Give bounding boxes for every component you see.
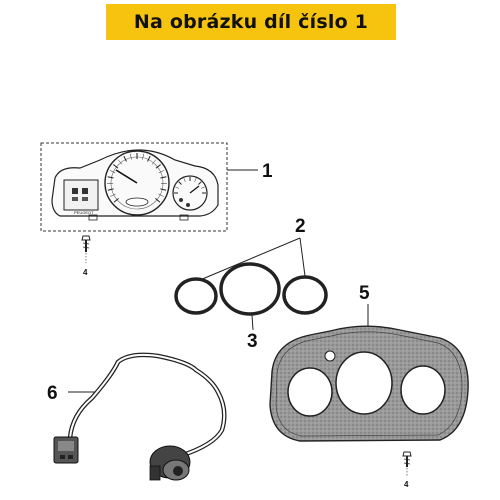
mount-tab-left: [88, 214, 98, 221]
speedometer-needle: [115, 169, 138, 184]
fuel-gauge-ticks: [174, 177, 206, 194]
callout-part-4-top[interactable]: 4: [83, 268, 88, 277]
cable-sensor-head: [149, 445, 191, 481]
fuel-gauge-tick-1: [175, 186, 180, 189]
speedometer-tick-20: [155, 198, 161, 203]
callout-part-3[interactable]: 3: [247, 331, 258, 352]
fuel-gauge-tick-7: [200, 186, 205, 189]
instrument-bezel[interactable]: [269, 325, 469, 442]
speedometer-tick-1: [110, 193, 116, 197]
callout-part-5[interactable]: 5: [359, 283, 370, 304]
speedometer-tick-18: [160, 188, 167, 191]
cable-outline: [67, 352, 227, 459]
leader-line-part3: [251, 314, 254, 331]
gauge-ring-left[interactable]: [174, 277, 218, 315]
header-title: Na obrázku díl číslo 1: [133, 11, 369, 33]
bezel-opening-left: [287, 367, 333, 417]
odometer-window: [125, 197, 149, 207]
speedometer-tick-16: [160, 176, 167, 179]
fuel-gauge-tick-2: [178, 181, 182, 185]
cluster-dashed-frame: [40, 142, 228, 232]
callout-part-2[interactable]: 2: [295, 216, 306, 237]
speedometer-tick-15: [158, 170, 165, 174]
bezel-opening-center: [335, 351, 393, 415]
callout-part-1[interactable]: 1: [262, 161, 273, 182]
gauge-ring-right[interactable]: [282, 275, 328, 315]
bezel-inner-edge: [275, 331, 463, 437]
screw-top[interactable]: [81, 235, 91, 263]
instrument-cluster[interactable]: PEUGEOT: [40, 142, 228, 232]
bezel-opening-right: [400, 365, 446, 415]
fuel-gauge-tick-3: [183, 178, 186, 183]
speedometer-tick-6: [113, 164, 119, 169]
lcd-segment-2: [82, 188, 88, 194]
callout-part-6[interactable]: 6: [47, 383, 58, 404]
speedometer-tick-8: [123, 155, 127, 162]
lcd-segment-3: [72, 197, 78, 201]
speedometer-tick-4: [107, 176, 114, 179]
speedometer-tick-0: [113, 198, 119, 203]
screw-top-head: [81, 235, 91, 241]
speedometer-tick-14: [155, 164, 161, 169]
cable-core: [69, 353, 226, 457]
speedometer-tick-19: [158, 193, 164, 197]
fuel-gauge-tick-5: [194, 178, 197, 183]
leader-line-part2-left: [199, 237, 301, 281]
lcd-segment-1: [72, 188, 78, 194]
warning-lamp-1: [179, 198, 183, 202]
sensor-mount-tab: [149, 465, 161, 481]
speedometer-tick-2: [107, 188, 114, 191]
speedometer-tick-9: [130, 153, 132, 160]
screw-bottom-thread-1: [403, 458, 411, 461]
cable-connector-face: [58, 441, 74, 451]
screw-top-thread-1: [82, 242, 90, 245]
speedometer-cable[interactable]: [53, 352, 227, 481]
ring-center-outer: [219, 262, 281, 316]
mount-tab-right: [179, 214, 189, 221]
header-banner: Na obrázku díl číslo 1: [106, 4, 396, 40]
speedometer-tick-13: [151, 159, 157, 165]
ring-center-highlight: [223, 266, 277, 312]
callout-part-4-bottom[interactable]: 4: [404, 480, 409, 489]
ring-right-outer: [282, 275, 328, 315]
speedometer-ticks: [107, 153, 167, 203]
cable-connector-pin-1: [60, 455, 65, 459]
speedometer-tick-5: [109, 170, 116, 174]
ring-left-outer: [174, 277, 218, 315]
fuel-gauge-tick-6: [198, 181, 202, 185]
screw-bottom-head: [402, 451, 412, 457]
screw-bottom[interactable]: [402, 451, 412, 476]
speedometer-tick-11: [142, 153, 144, 160]
ring-right-highlight: [286, 279, 324, 311]
bezel-indicator-hole: [324, 350, 336, 362]
leader-line-part2-right: [299, 237, 306, 277]
lcd-segment-4: [82, 197, 88, 201]
speedometer-tick-12: [147, 155, 151, 162]
gauge-ring-center[interactable]: [219, 262, 281, 316]
ring-left-highlight: [178, 281, 214, 311]
speedometer-tick-7: [117, 159, 123, 165]
fuel-gauge-needle: [189, 185, 200, 194]
screw-bottom-thread-2: [403, 462, 411, 465]
sensor-core: [173, 466, 183, 476]
screw-top-thread-2: [82, 246, 90, 249]
warning-lamp-2: [186, 203, 190, 207]
cluster-brand-label: PEUGEOT: [74, 210, 94, 215]
cluster-lcd-display: [63, 179, 99, 211]
cable-connector-pin-2: [68, 455, 73, 459]
